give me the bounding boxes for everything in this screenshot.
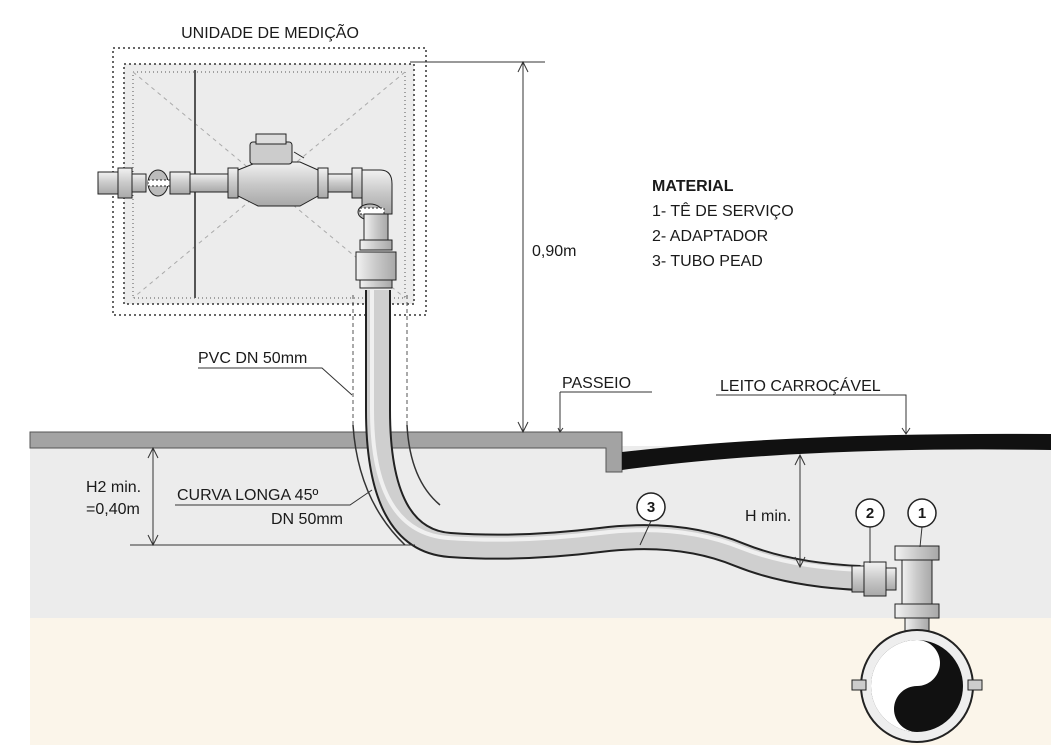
- h-min-label: H min.: [745, 508, 791, 525]
- marker-1-leader: [919, 526, 923, 548]
- dimension-h-min: [794, 453, 806, 569]
- material-legend: MATERIAL 1- TÊ DE SERVIÇO 2- ADAPTADOR 3…: [652, 178, 794, 270]
- pead-pipe-highlight: [370, 290, 861, 572]
- passeio-leader: [559, 391, 652, 432]
- leito-leader: [716, 394, 907, 434]
- pvc-label: PVC DN 50mm: [198, 350, 307, 367]
- marker-2: 2: [855, 498, 885, 528]
- sidewalk: [29, 431, 623, 473]
- material-heading: MATERIAL: [652, 178, 734, 195]
- water-meter-assembly: [97, 133, 397, 289]
- leito-label: LEITO CARROÇÁVEL: [720, 376, 881, 395]
- material-item: 3- TUBO PEAD: [652, 253, 763, 270]
- svg-text:3: 3: [647, 499, 655, 516]
- curva-label: CURVA LONGA 45º: [177, 487, 318, 504]
- marker-3-leader: [639, 520, 652, 546]
- height-label: 0,90m: [532, 243, 576, 260]
- curva-dn-label: DN 50mm: [271, 511, 343, 528]
- svg-text:1: 1: [918, 505, 926, 522]
- adapter: [851, 561, 897, 597]
- soil-layer: [30, 446, 1051, 618]
- passeio-label: PASSEIO: [562, 375, 631, 392]
- marker-1: 1: [907, 498, 937, 528]
- dimension-h2: [130, 446, 415, 547]
- material-item: 1- TÊ DE SERVIÇO: [652, 201, 794, 220]
- svg-text:2: 2: [866, 505, 874, 522]
- diagram-title: UNIDADE DE MEDIÇÃO: [181, 22, 359, 42]
- pvc-leader: [198, 367, 353, 396]
- material-item: 2- ADAPTADOR: [652, 228, 768, 245]
- marker-3: 3: [636, 492, 666, 522]
- asphalt-road: [622, 433, 1051, 470]
- h2-label: H2 min.: [86, 479, 141, 496]
- curva-leader: [175, 489, 373, 506]
- main-water-pipe: [851, 629, 983, 743]
- dimension-090: [410, 60, 545, 434]
- h2-value: =0,40m: [86, 501, 140, 518]
